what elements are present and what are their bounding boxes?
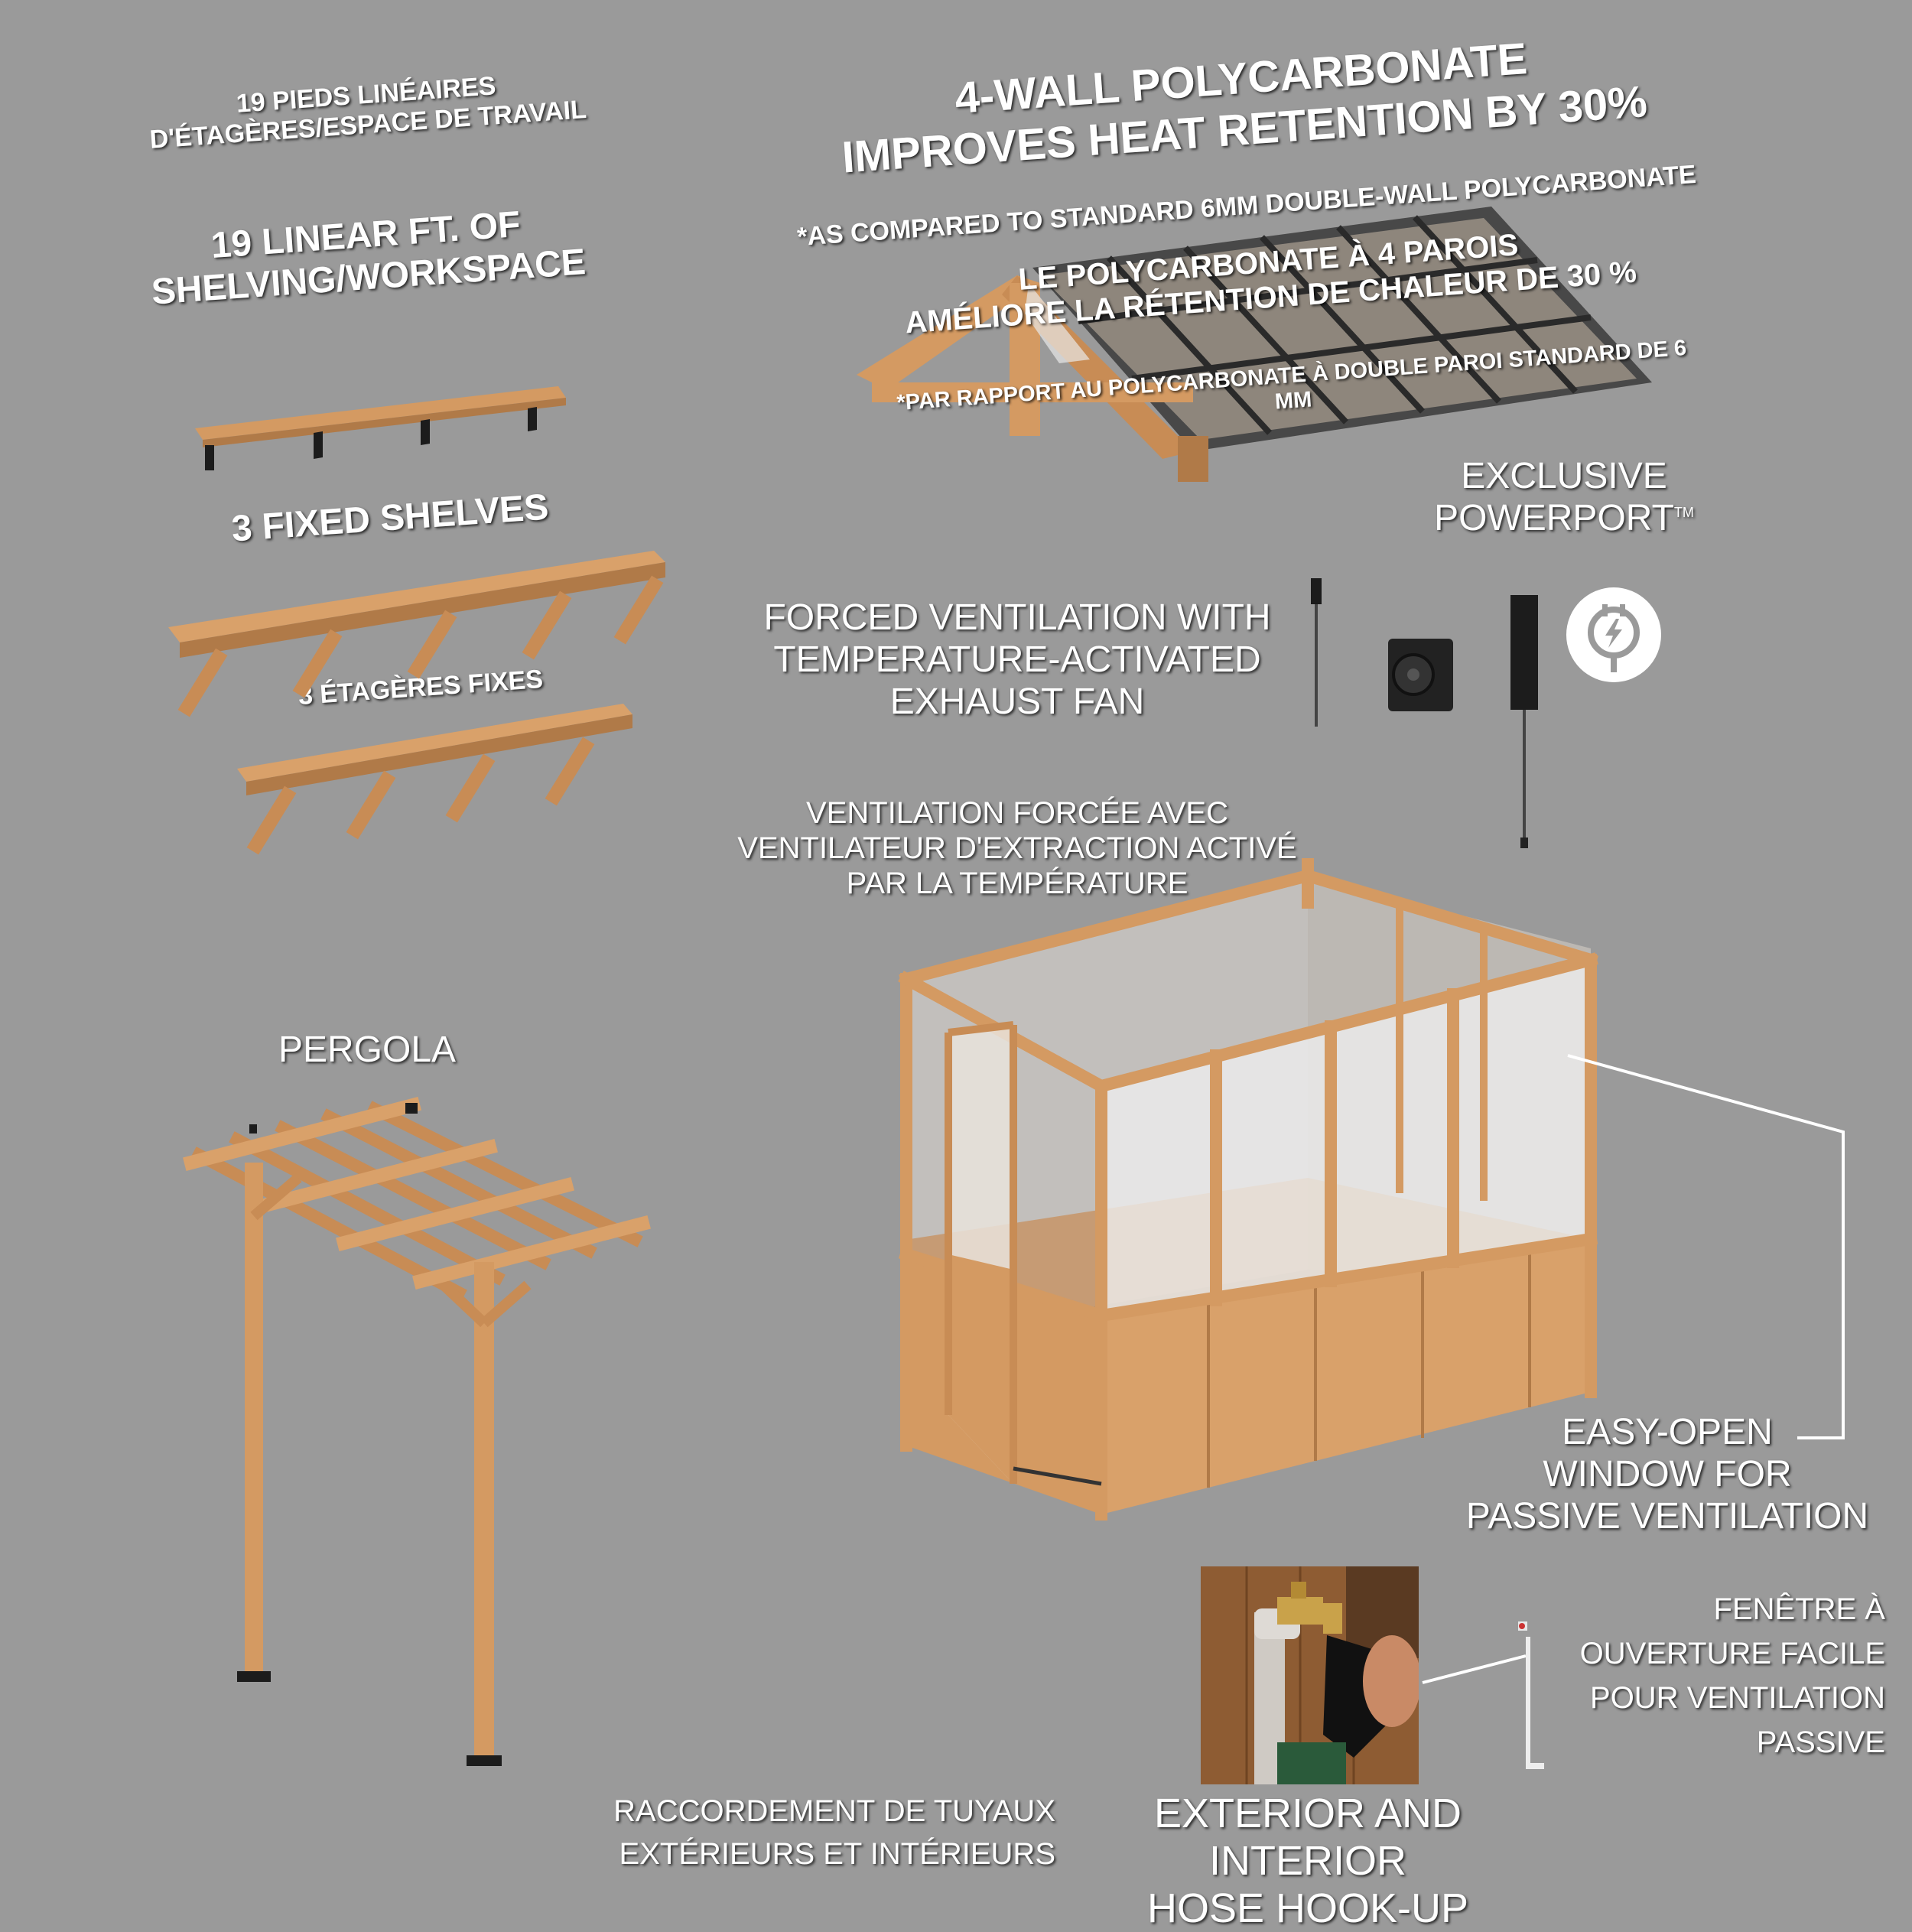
shelving-label-fr: 19 PIEDS LINÉAIRES D'ÉTAGÈRES/ESPACE DE … [113, 63, 621, 158]
ventilation-en-line-1: FORCED VENTILATION WITH [763, 597, 1271, 638]
window-en-line-2: WINDOW FOR [1543, 1454, 1792, 1495]
window-fr-line-2: OUVERTURE FACILE [1579, 1637, 1885, 1670]
thermostat-probe [1311, 578, 1322, 727]
ventilation-en-line-2: TEMPERATURE-ACTIVATED [773, 639, 1261, 681]
shelving-label-en: 19 LINEAR FT. OF SHELVING/WORKSPACE [112, 197, 622, 316]
fixed-shelf-2-illustration [237, 704, 632, 855]
powerport-line-2: POWERPORT [1434, 498, 1674, 539]
window-label-en: EASY-OPEN WINDOW FOR PASSIVE VENTILATION [1438, 1411, 1897, 1538]
greenhouse-body-illustration [898, 858, 1598, 1521]
powerport-line-2-wrap: POWERPORTTM [1384, 497, 1744, 539]
hose-en-line-2: HOSE HOOK-UP [1146, 1885, 1469, 1932]
hose-photo-drawing [1201, 1566, 1419, 1784]
powerport-parts-illustration [1311, 578, 1538, 848]
hose-label-en: EXTERIOR AND INTERIOR HOSE HOOK-UP [1063, 1790, 1553, 1932]
hose-fr-line-1: RACCORDEMENT DE TUYAUX [613, 1794, 1055, 1828]
window-fr-line-1: FENÊTRE À [1713, 1592, 1885, 1626]
fixed-shelf-1-illustration [168, 551, 665, 717]
pergola-text: PERGOLA [278, 1029, 457, 1070]
ventilation-fr-line-2: VENTILATEUR D'EXTRACTION ACTIVÉ [737, 831, 1297, 865]
window-fr-line-4: PASSIVE [1756, 1725, 1885, 1759]
ventilation-label-en: FORCED VENTILATION WITH TEMPERATURE-ACTI… [734, 597, 1300, 724]
window-en-line-1: EASY-OPEN [1562, 1412, 1773, 1452]
greenhouse-roof-illustration [857, 207, 1652, 482]
hose-en-line-1: EXTERIOR AND INTERIOR [1153, 1791, 1462, 1885]
window-callout-line [1567, 1054, 1845, 1439]
ventilation-fr-line-1: VENTILATION FORCÉE AVEC [806, 796, 1228, 830]
ventilation-fr-line-3: PAR LA TEMPÉRATURE [846, 867, 1188, 900]
ventilation-en-line-3: EXHAUST FAN [889, 681, 1145, 723]
trademark-mark: TM [1673, 505, 1694, 521]
window-en-line-3: PASSIVE VENTILATION [1465, 1496, 1869, 1537]
pergola-illustration [183, 1097, 651, 1766]
window-fr-line-3: POUR VENTILATION [1590, 1681, 1885, 1715]
powerport-line-1: EXCLUSIVE [1461, 456, 1667, 496]
window-label-fr: FENÊTRE À OUVERTURE FACILE POUR VENTILAT… [1530, 1587, 1885, 1764]
polycarbonate-label-en: 4-WALL POLYCARBONATE IMPROVES HEAT RETEN… [801, 23, 1686, 186]
exhaust-fan [1388, 639, 1453, 711]
pergola-label: PERGOLA [252, 1029, 482, 1071]
workspace-shelf-illustration [195, 386, 566, 470]
hose-callout-line [1422, 1654, 1527, 1684]
ventilation-label-fr: VENTILATION FORCÉE AVEC VENTILATEUR D'EX… [734, 795, 1300, 901]
hose-fr-line-2: EXTÉRIEURS ET INTÉRIEURS [619, 1837, 1055, 1871]
power-outlet [1510, 595, 1538, 848]
hose-bracket-part [1518, 1621, 1544, 1769]
roof-gable-frame [857, 275, 1208, 482]
hose-label-fr: RACCORDEMENT DE TUYAUX EXTÉRIEURS ET INT… [612, 1790, 1055, 1875]
hose-hookup-photo [1201, 1566, 1419, 1784]
plug-lightning-icon [1566, 587, 1661, 682]
powerport-label: EXCLUSIVE POWERPORTTM [1384, 455, 1744, 539]
